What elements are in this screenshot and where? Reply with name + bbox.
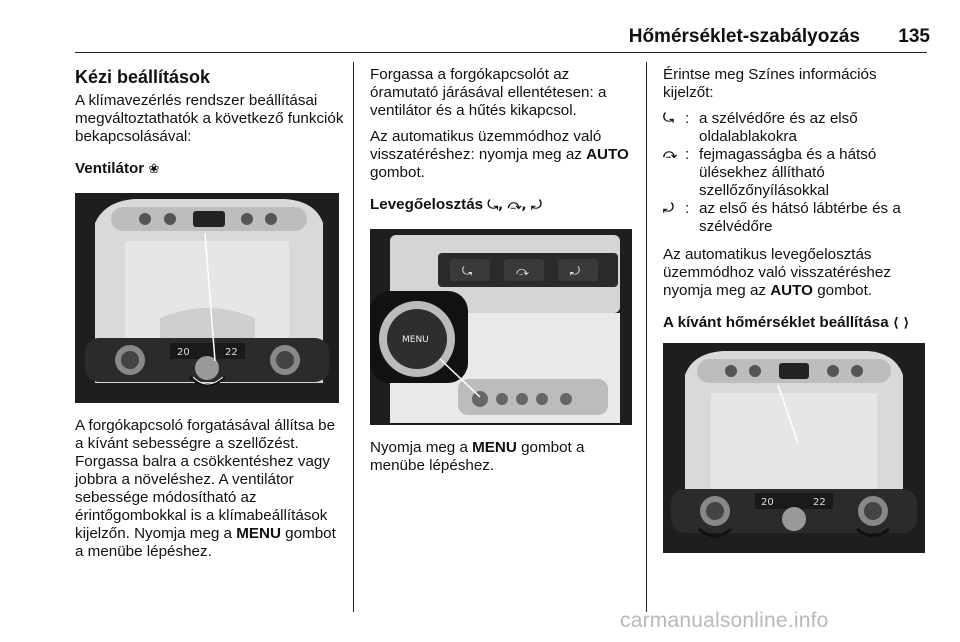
fan-heading-label: Ventilátor [75,160,145,177]
auto-keyword: AUTO [586,146,629,163]
menu-instruction-a: Nyomja meg a [370,439,473,456]
temperature-heading: A kívánt hőmérséklet beállítása ⟨ ⟩ [663,314,927,333]
footwell-icon: ⤾ [663,201,674,216]
list-item-text: az első és hátsó lábtérbe és a szélvédőr… [699,200,901,235]
head-level-icon: ⤼ [663,147,677,162]
air-distribution-label: Levegőelosztás [370,196,484,213]
list-item: ⤼ : fejmagasságba és a hátsó ülésekhez á… [663,146,927,200]
fan-description-text: A forgókapcsoló forgatásával állítsa be … [75,417,336,542]
svg-text:⤾: ⤾ [570,264,580,278]
column-divider-1 [353,62,354,612]
menu-keyword: MENU [236,525,281,542]
temperature-panel-illustration: 20 22 [663,343,925,553]
column-2: Forgassa a forgókapcsolót az óramutató j… [370,66,638,483]
temperature-heading-label: A kívánt hőmérséklet beállítása [663,314,889,331]
air-distribution-icons: ⤿, ⤼, ⤾ [487,198,542,213]
section-title: Kézi beállítások [75,67,211,87]
list-item-text: a szélvédőre és az első oldalablakokra [699,110,858,145]
auto-return-text: Az automatikus üzemmódhoz való visszatér… [370,128,638,182]
watermark: carmanualsonline.info [620,609,829,632]
svg-text:⤼: ⤼ [516,264,529,278]
page-number: 135 [898,26,930,47]
fan-description-end: gombot a menübe lépéshez. [75,525,336,560]
fan-description: A forgókapcsoló forgatásával állítsa be … [75,417,345,561]
column-3: Érintse meg Színes információs kijelzőt:… [663,66,927,553]
column-1: Kézi beállítások A klímavezérlés rendsze… [75,66,345,569]
figure-air-distribution: ⤿ ⤼ ⤾ MENU [370,229,632,425]
temperature-dial-icons: ⟨ ⟩ [892,316,910,331]
column-divider-2 [646,62,647,612]
fan-icon: ❀ [148,162,160,177]
climate-panel-illustration: 20 22 [75,193,339,403]
air-distribution-illustration: ⤿ ⤼ ⤾ MENU [370,229,632,425]
list-item: ⤾ : az első és hátsó lábtérbe és a szélv… [663,200,927,236]
touch-display-text: Érintse meg Színes információs kijelzőt: [663,66,877,101]
auto-distribution-a: Az automatikus levegőelosztás üzemmódhoz… [663,246,891,299]
menu-keyword-2: MENU [472,439,517,456]
fan-off-text: Forgassa a forgókapcsolót az óramutató j… [370,66,607,119]
air-distribution-options: ⤿ : a szélvédőre és az első oldalablakok… [663,110,927,236]
auto-distribution-text: Az automatikus levegőelosztás üzemmódhoz… [663,246,927,300]
menu-instruction: Nyomja meg a MENU gombot a menübe lépésh… [370,439,638,475]
fig-temp-right: 22 [225,347,238,358]
fan-heading: Ventilátor ❀ [75,160,345,179]
windscreen-footwell-icon: ⤿ [663,111,674,126]
figure-climate-panel-fan: 20 22 [75,193,339,403]
auto-return-text-a: Az automatikus üzemmódhoz való visszatér… [370,128,602,163]
air-distribution-heading: Levegőelosztás ⤿, ⤼, ⤾ [370,196,638,215]
fig-menu-label: MENU [402,335,429,345]
list-colon: : [685,110,690,127]
fig-temp-left: 20 [177,347,190,358]
intro-text: A klímavezérlés rendszer beállításai meg… [75,92,344,145]
header-divider [75,52,927,53]
fig2-temp-left: 20 [761,497,774,508]
list-item: ⤿ : a szélvédőre és az első oldalablakok… [663,110,927,146]
auto-return-text-b: gombot. [370,164,425,181]
svg-text:⤿: ⤿ [462,264,472,278]
figure-temperature: 20 22 [663,343,925,553]
list-colon: : [685,146,690,163]
auto-distribution-b: gombot. [812,282,873,299]
auto-keyword-2: AUTO [770,282,813,299]
list-colon: : [685,200,690,217]
fig2-temp-right: 22 [813,497,826,508]
list-item-text: fejmagasságba és a hátsó ülésekhez állít… [699,146,877,199]
menu-instruction-b: gombot a menübe lépéshez. [370,439,585,474]
page-title: Hőmérséklet-szabályozás [628,26,860,47]
